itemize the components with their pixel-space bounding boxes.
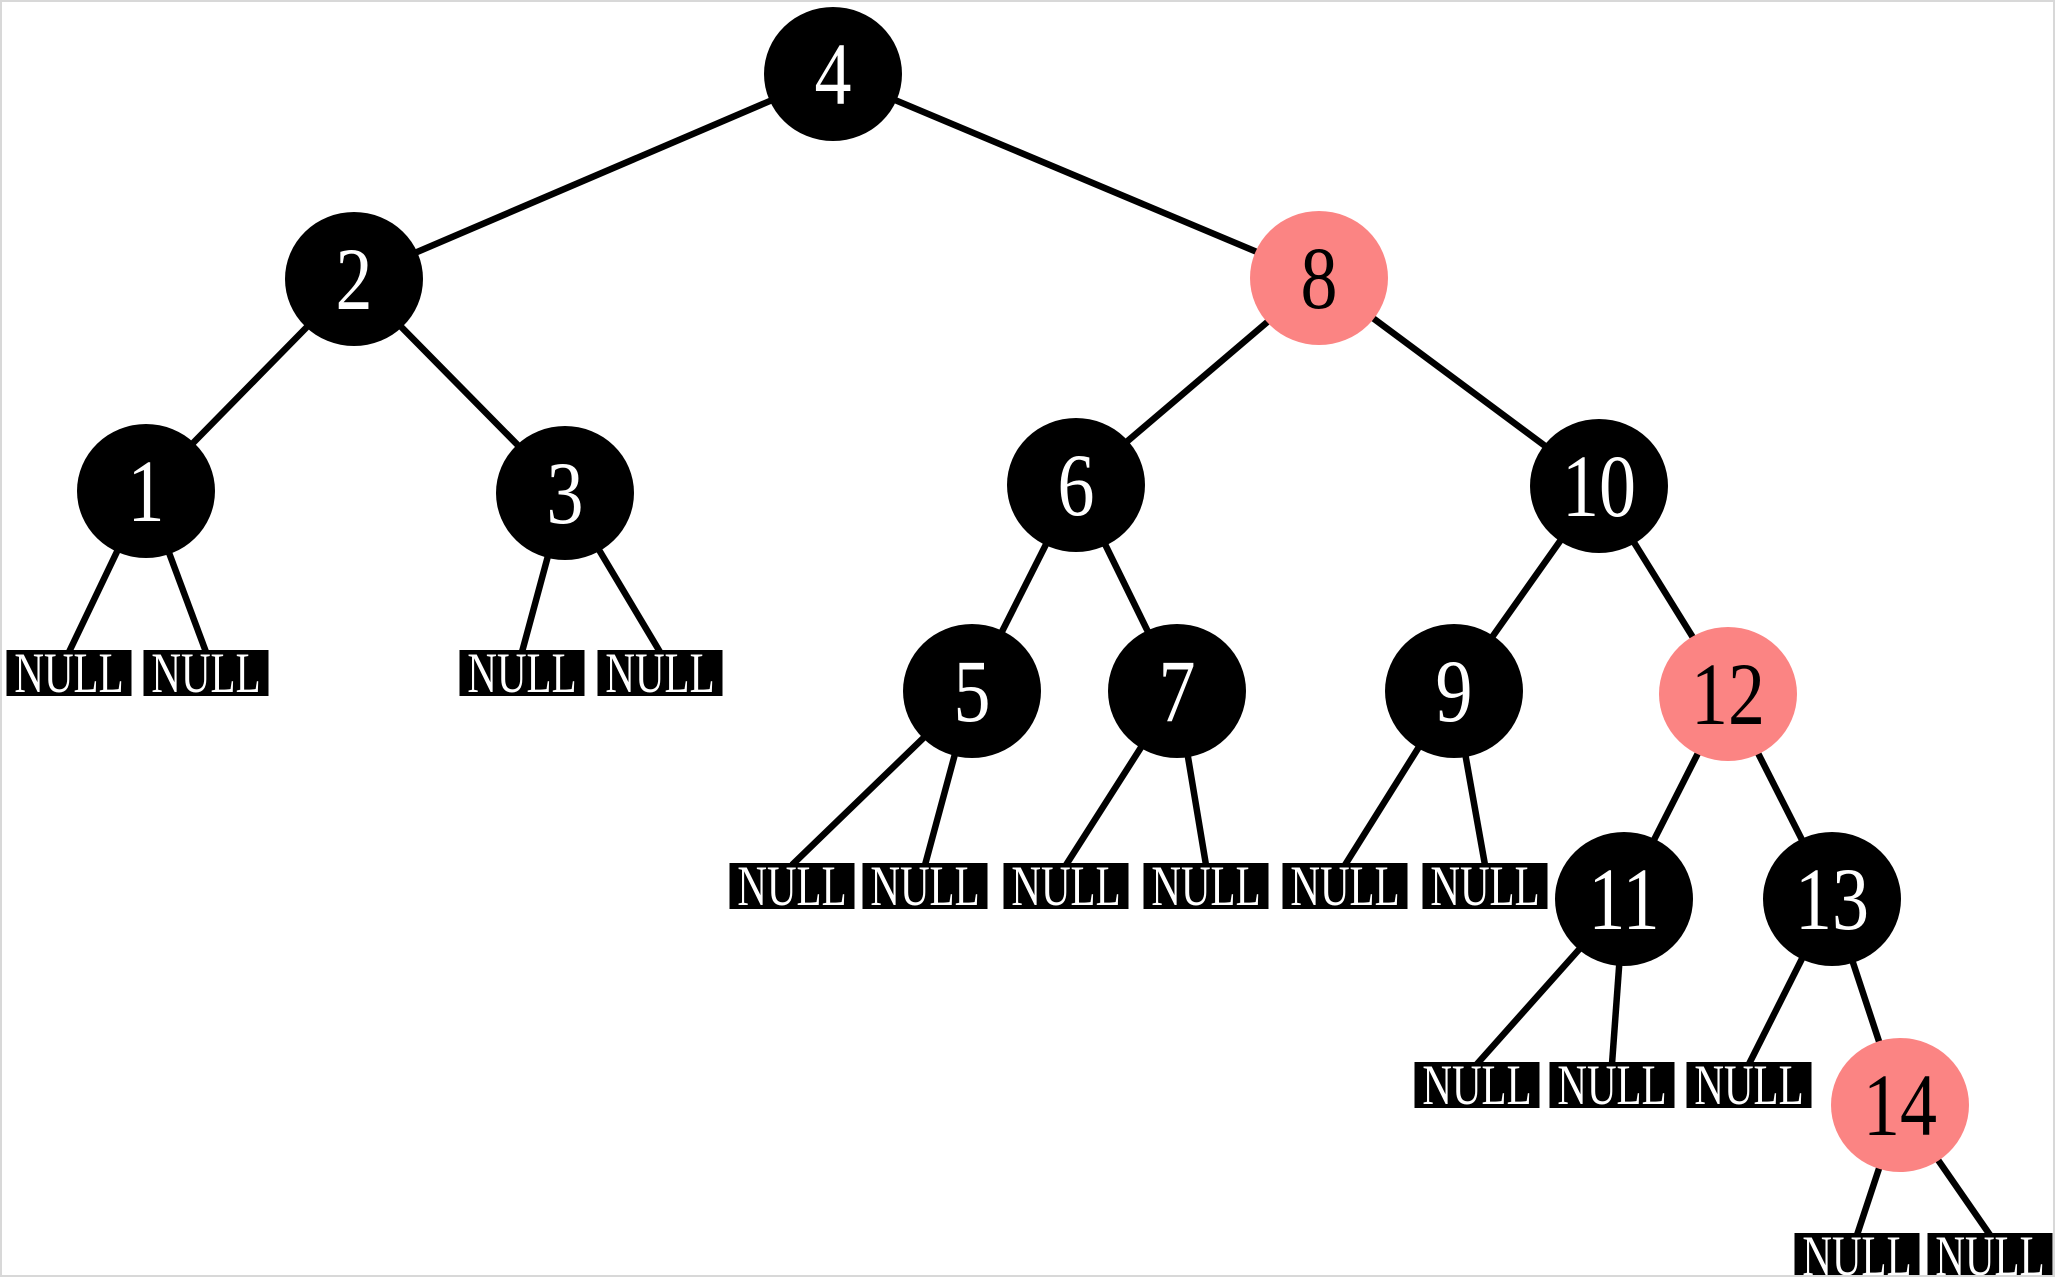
tree-node-8: 8	[1250, 211, 1388, 345]
null-box-label: NULL	[1694, 1053, 1803, 1116]
null-box	[6, 650, 132, 696]
null-leaf: NULL	[1422, 854, 1548, 918]
null-box	[1143, 863, 1269, 909]
null-box	[729, 863, 855, 909]
node-value-label: 13	[1795, 850, 1869, 949]
null-box-label: NULL	[1430, 854, 1539, 917]
tree-node-4: 4	[764, 7, 902, 141]
node-value-label: 7	[1159, 642, 1196, 741]
null-leaf: NULL	[1143, 854, 1269, 918]
null-box-label: NULL	[605, 641, 714, 704]
node-value-label: 6	[1058, 436, 1095, 535]
black-node-circle	[496, 426, 634, 560]
black-node-circle	[1555, 832, 1693, 966]
null-box-label: NULL	[1151, 854, 1260, 917]
node-value-label: 4	[815, 25, 852, 124]
null-leaf: NULL	[459, 641, 585, 705]
black-node-circle	[1108, 624, 1246, 758]
null-leaf: NULL	[1927, 1224, 2053, 1277]
tree-edge-4-2	[352, 71, 835, 282]
null-leaf: NULL	[6, 641, 132, 705]
node-value-label: 3	[547, 444, 584, 543]
null-box-label: NULL	[1422, 1053, 1531, 1116]
null-box	[143, 650, 269, 696]
null-leaf: NULL	[1003, 854, 1129, 918]
null-box	[459, 650, 585, 696]
null-box	[1282, 863, 1408, 909]
null-box-label: NULL	[1011, 854, 1120, 917]
tree-node-9: 9	[1385, 624, 1523, 758]
node-value-label: 10	[1562, 437, 1636, 536]
null-box-label: NULL	[1935, 1224, 2044, 1277]
node-value-label: 8	[1301, 229, 1338, 328]
null-leaf: NULL	[1282, 854, 1408, 918]
null-box-label: NULL	[467, 641, 576, 704]
null-leaf: NULL	[1794, 1224, 1920, 1277]
black-node-circle	[285, 212, 423, 346]
null-box-label: NULL	[1557, 1053, 1666, 1116]
null-box	[862, 863, 988, 909]
red-node-circle	[1659, 627, 1797, 761]
tree-node-2: 2	[285, 212, 423, 346]
null-box	[1549, 1062, 1675, 1108]
null-leaf: NULL	[1414, 1053, 1540, 1117]
null-box	[1422, 863, 1548, 909]
null-box	[597, 650, 723, 696]
red-node-circle	[1831, 1038, 1969, 1172]
null-box	[1003, 863, 1129, 909]
node-value-label: 5	[954, 642, 991, 741]
node-value-label: 12	[1691, 645, 1765, 744]
null-box-label: NULL	[870, 854, 979, 917]
black-node-circle	[1530, 419, 1668, 553]
null-box	[1794, 1233, 1920, 1275]
null-leaf: NULL	[729, 854, 855, 918]
tree-node-14: 14	[1831, 1038, 1969, 1172]
black-node-circle	[77, 424, 215, 558]
null-box-label: NULL	[1290, 854, 1399, 917]
black-node-circle	[764, 7, 902, 141]
black-node-circle	[1763, 832, 1901, 966]
tree-node-11: 11	[1555, 832, 1693, 966]
null-leaf: NULL	[143, 641, 269, 705]
null-box-label: NULL	[14, 641, 123, 704]
node-value-label: 2	[336, 230, 373, 329]
null-box-label: NULL	[737, 854, 846, 917]
null-box-label: NULL	[1802, 1224, 1911, 1277]
tree-node-10: 10	[1530, 419, 1668, 553]
null-leaf: NULL	[597, 641, 723, 705]
null-box	[1927, 1233, 2053, 1275]
tree-node-13: 13	[1763, 832, 1901, 966]
tree-edge-4-8	[831, 71, 1321, 281]
null-leaf: NULL	[1549, 1053, 1675, 1117]
node-value-label: 14	[1863, 1056, 1937, 1155]
null-box-label: NULL	[151, 641, 260, 704]
null-leaves-layer: NULL NULL NULL NULL NULL NULL NULL NULL NULL NULL…	[6, 641, 2053, 1277]
red-node-circle	[1250, 211, 1388, 345]
black-node-circle	[1385, 624, 1523, 758]
tree-node-12: 12	[1659, 627, 1797, 761]
node-value-label: 11	[1588, 850, 1659, 949]
tree-node-5: 5	[903, 624, 1041, 758]
black-node-circle	[903, 624, 1041, 758]
tree-node-3: 3	[496, 426, 634, 560]
tree-node-7: 7	[1108, 624, 1246, 758]
black-node-circle	[1007, 418, 1145, 552]
null-box	[1414, 1062, 1540, 1108]
node-value-label: 1	[128, 442, 165, 541]
node-value-label: 9	[1436, 642, 1473, 741]
null-box	[1686, 1062, 1812, 1108]
null-leaf: NULL	[1686, 1053, 1812, 1117]
tree-node-1: 1	[77, 424, 215, 558]
null-leaf: NULL	[862, 854, 988, 918]
tree-node-6: 6	[1007, 418, 1145, 552]
